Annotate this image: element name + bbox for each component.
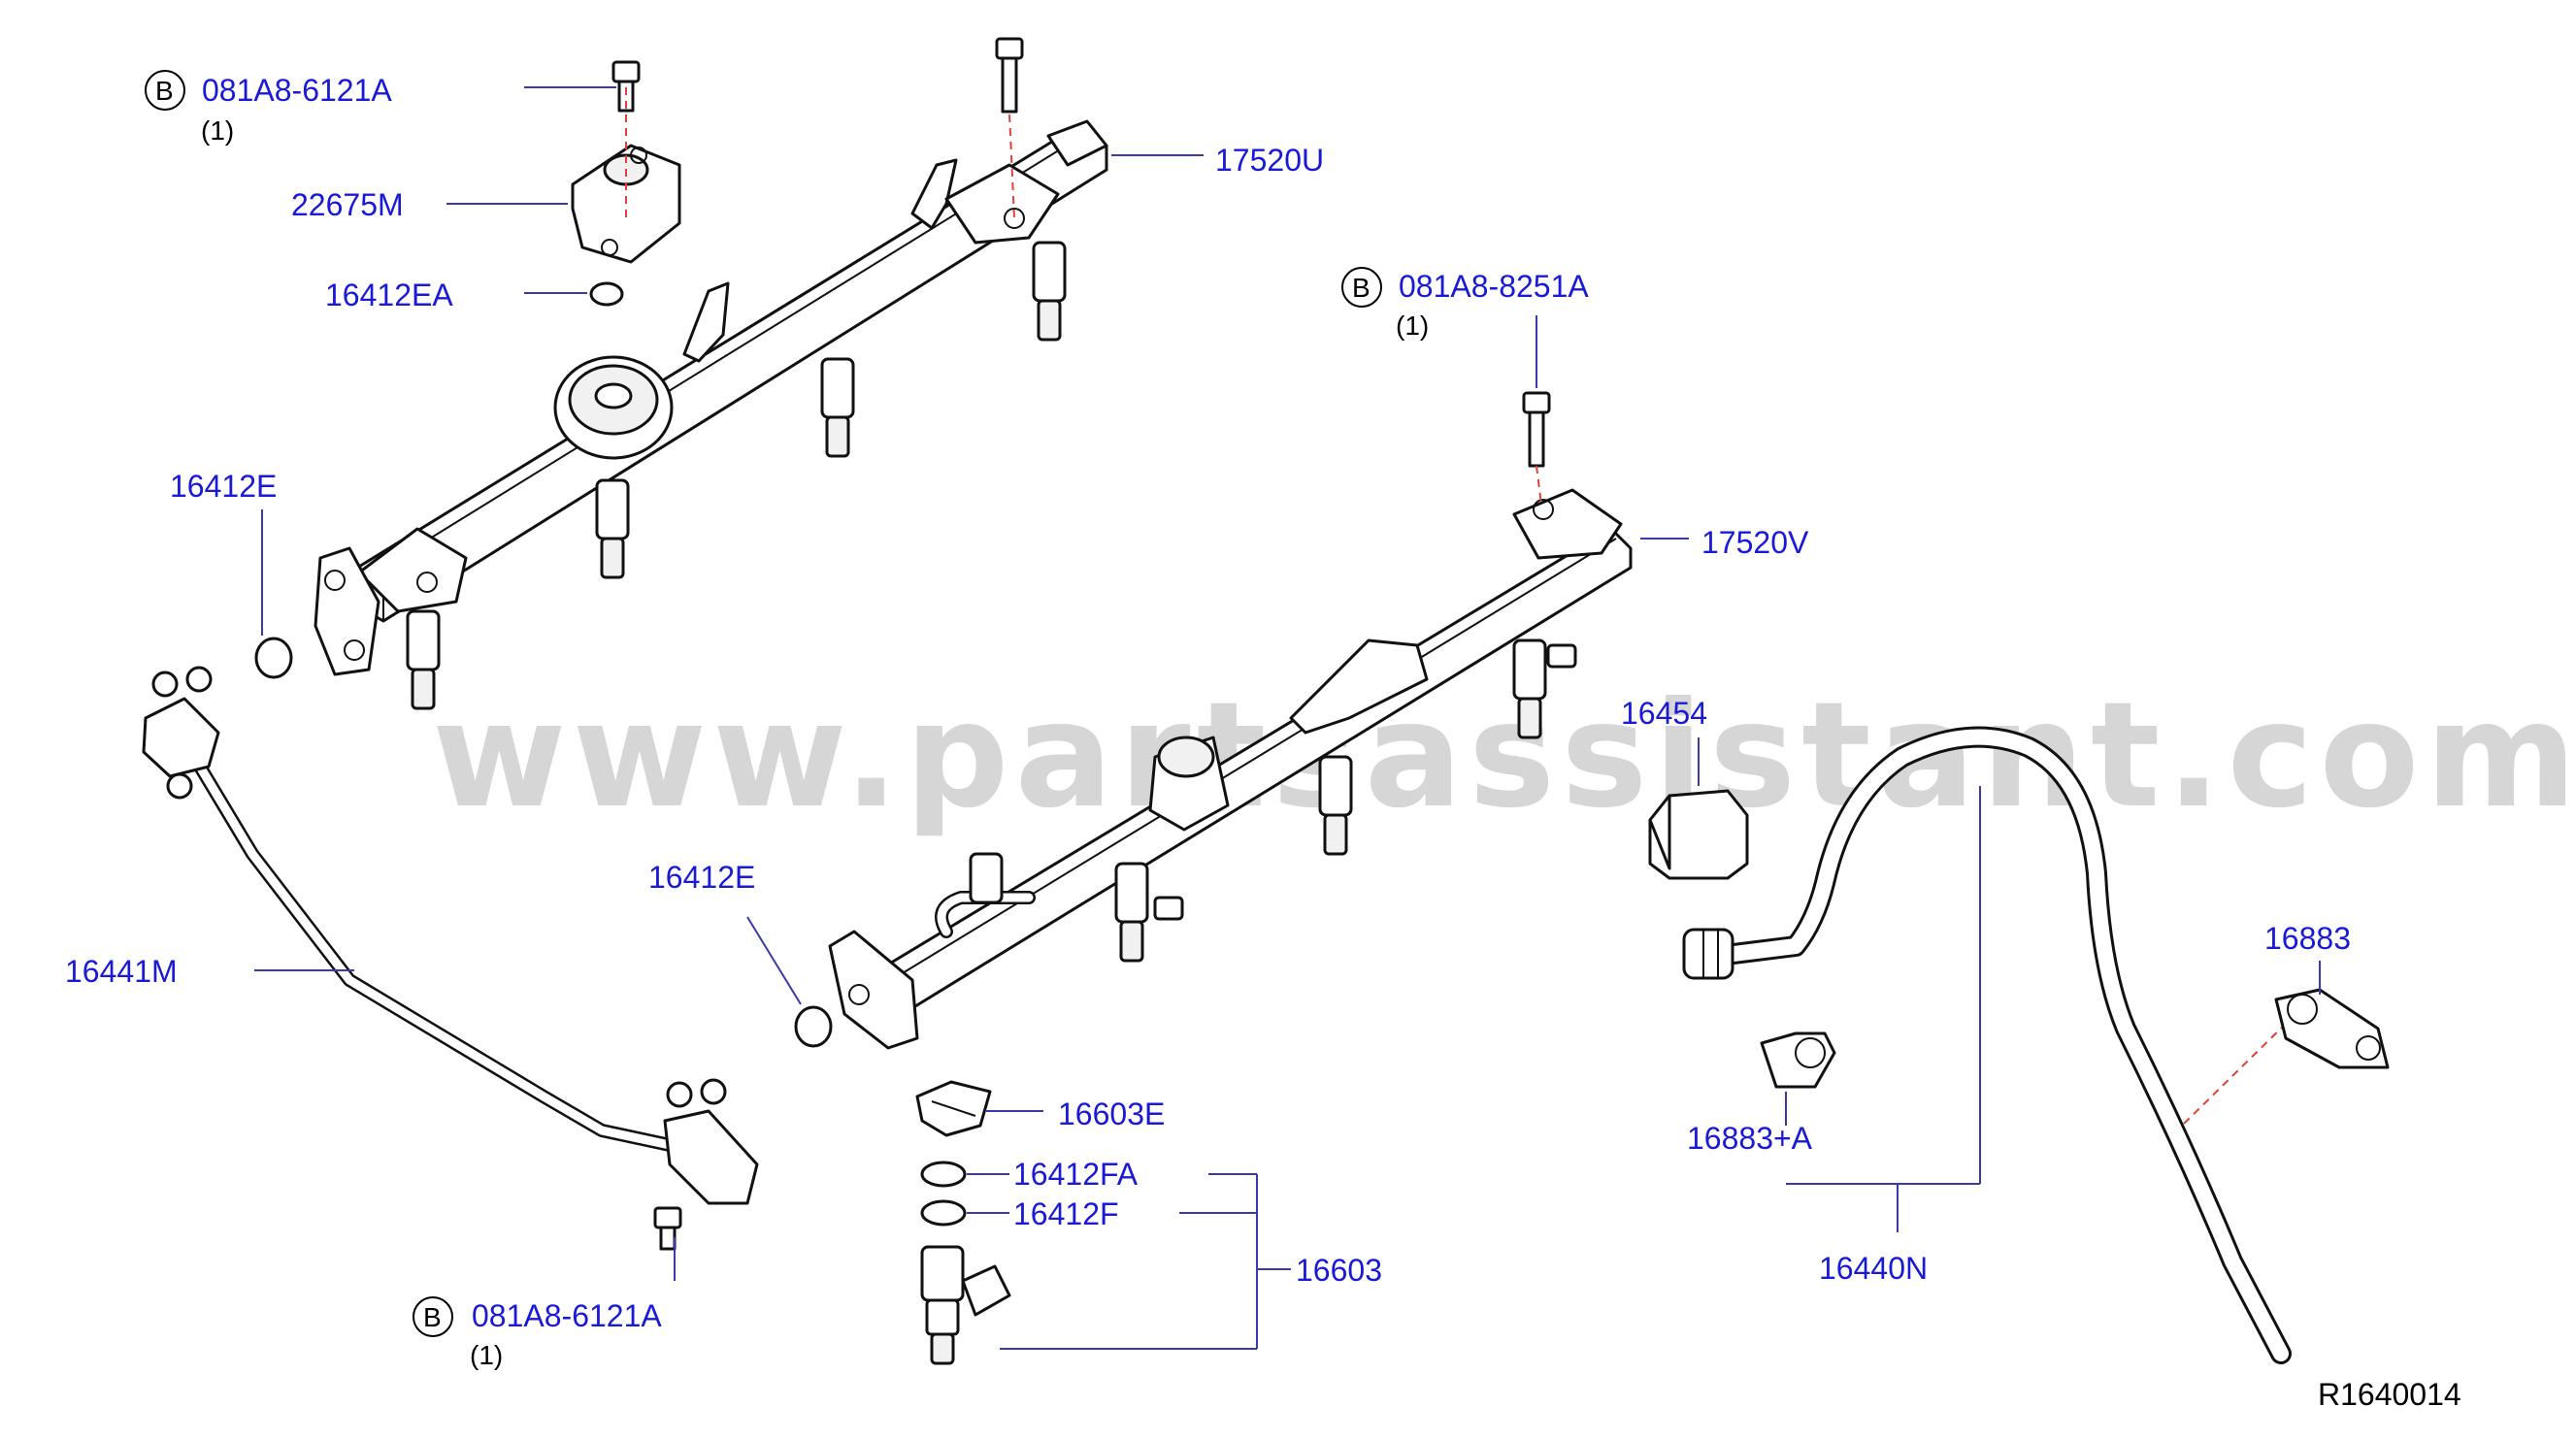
callout-marker-letter-bottom: B bbox=[423, 1302, 442, 1332]
callout-marker-letter-right: B bbox=[1352, 273, 1371, 303]
callout-qty-bottom: (1) bbox=[470, 1340, 503, 1370]
fuel-rail-lower bbox=[828, 488, 1633, 1050]
fuel-hose-16440n bbox=[1682, 726, 2292, 1364]
label-16440n: 16440N bbox=[1819, 1251, 1928, 1286]
reference-code: R1640014 bbox=[2318, 1377, 2461, 1412]
label-17520v: 17520V bbox=[1701, 525, 1809, 560]
clip-16883 bbox=[2274, 988, 2390, 1069]
clip-16603e bbox=[915, 1080, 992, 1137]
callout-part-bottom: 081A8-6121A bbox=[472, 1298, 662, 1333]
fuel-rail-upper bbox=[314, 119, 1108, 710]
leader-lines bbox=[254, 86, 2321, 1350]
bolt-bottom bbox=[653, 1206, 682, 1251]
fuel-tube-16441m bbox=[142, 666, 759, 1205]
part-16454 bbox=[1648, 789, 1749, 880]
callout-part-top: 081A8-6121A bbox=[202, 73, 392, 108]
injector-16603 bbox=[920, 1245, 1011, 1365]
label-22675m: 22675M bbox=[291, 187, 404, 222]
watermark: www.partsassistant.com bbox=[432, 671, 2576, 840]
label-16603: 16603 bbox=[1296, 1253, 1382, 1288]
label-17520u: 17520U bbox=[1215, 143, 1324, 178]
label-16412f: 16412F bbox=[1013, 1196, 1119, 1231]
o-ring-16412ea bbox=[589, 281, 624, 307]
label-16883: 16883 bbox=[2264, 921, 2351, 956]
label-16883a: 16883+A bbox=[1687, 1121, 1813, 1156]
label-16412fa: 16412FA bbox=[1013, 1157, 1139, 1192]
align-line-upper bbox=[1008, 114, 1015, 219]
callout-marker-right bbox=[1341, 267, 1382, 308]
callout-marker-letter-top: B bbox=[155, 76, 174, 106]
callout-marker-bottom bbox=[413, 1296, 453, 1337]
clip-16883a bbox=[1760, 1031, 1836, 1089]
bolt-top bbox=[611, 60, 641, 113]
align-line-clip bbox=[2183, 1018, 2292, 1125]
label-16412e-left: 16412E bbox=[170, 469, 277, 504]
o-ring-16412e-mid bbox=[794, 1005, 833, 1048]
label-16412ea: 16412EA bbox=[325, 278, 453, 312]
o-ring-16412f bbox=[920, 1199, 967, 1227]
callout-qty-right: (1) bbox=[1396, 311, 1429, 341]
callout-part-right: 081A8-8251A bbox=[1399, 269, 1589, 304]
o-ring-16412fa bbox=[920, 1161, 967, 1188]
bolt-lower-rail bbox=[1522, 391, 1551, 468]
label-16441m: 16441M bbox=[65, 954, 178, 989]
bolt-upper-rail bbox=[995, 37, 1024, 114]
callout-qty-top: (1) bbox=[201, 115, 234, 146]
label-16412e-mid: 16412E bbox=[648, 860, 755, 895]
label-16454: 16454 bbox=[1621, 696, 1707, 731]
align-line-lower bbox=[1536, 465, 1542, 506]
label-16603e: 16603E bbox=[1058, 1096, 1165, 1131]
callout-marker-top bbox=[145, 70, 185, 111]
o-ring-16412e-left bbox=[254, 637, 293, 679]
